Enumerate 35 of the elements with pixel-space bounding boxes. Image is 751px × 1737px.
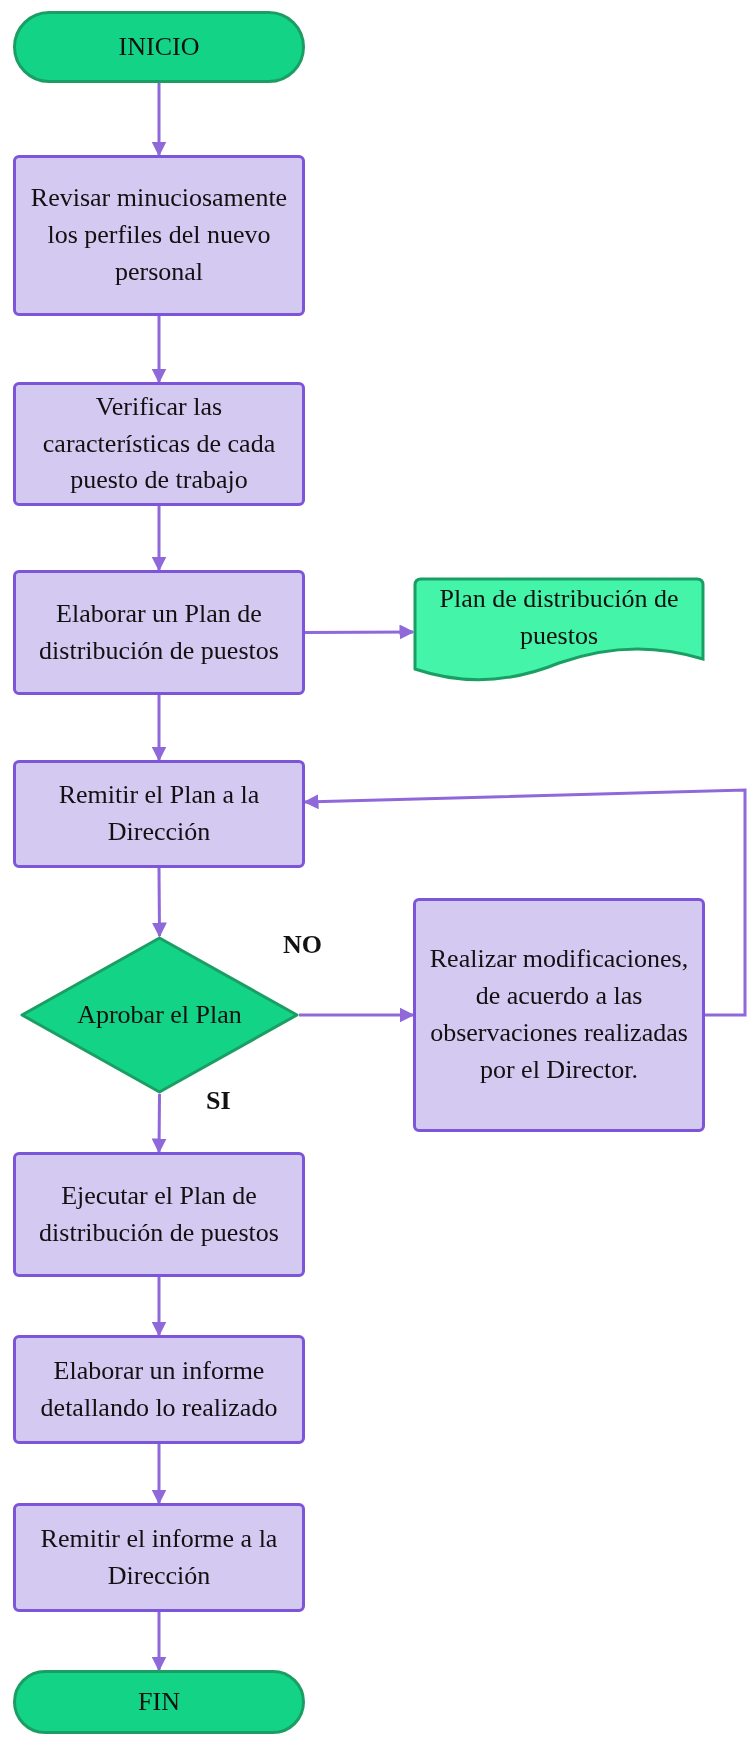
node-text: Aprobar el Plan [77, 998, 242, 1031]
node-text: INICIO [118, 30, 200, 63]
arrow [303, 788, 747, 1017]
process-box [13, 382, 305, 506]
terminal-shape [13, 1670, 305, 1734]
arrow [151, 695, 167, 762]
process-box [13, 1152, 305, 1277]
process-box [13, 155, 305, 316]
arrow [151, 868, 167, 938]
arrow [151, 1612, 167, 1672]
node-text: Remitir el Plan a la Dirección [57, 779, 261, 848]
node-text: FIN [138, 1685, 180, 1718]
node-text: Revisar minuciosamente los perfiles del nuevo personal [29, 182, 289, 288]
process-box [413, 898, 705, 1132]
arrow [151, 316, 167, 384]
arrow [305, 624, 415, 640]
process-box [13, 1503, 305, 1612]
arrow [151, 1444, 167, 1505]
node-text: Ejecutar el Plan de distribución de puestos [38, 1179, 280, 1249]
node-text: Remitir el informe a la Dirección [39, 1522, 279, 1592]
node-text: Realizar modificaciones, de acuerdo a las observaciones realizadas por el Director. [428, 943, 690, 1086]
node-text: Plan de distribución de puestos [438, 583, 680, 652]
edge-label: SI [206, 1086, 231, 1116]
process-box [13, 1335, 305, 1444]
arrow [151, 1094, 167, 1154]
node-text: Verificar las características de cada puesto de trabajo [41, 390, 277, 497]
process-box [13, 760, 305, 868]
arrow [151, 506, 167, 572]
edge-label: NO [283, 930, 322, 960]
process-box [13, 570, 305, 695]
arrow [151, 83, 167, 157]
arrow [299, 1007, 415, 1023]
node-text: Elaborar un Plan de distribución de puestos [38, 597, 280, 667]
arrow [151, 1277, 167, 1337]
node-text: Elaborar un informe detallando lo realizado [39, 1354, 279, 1424]
